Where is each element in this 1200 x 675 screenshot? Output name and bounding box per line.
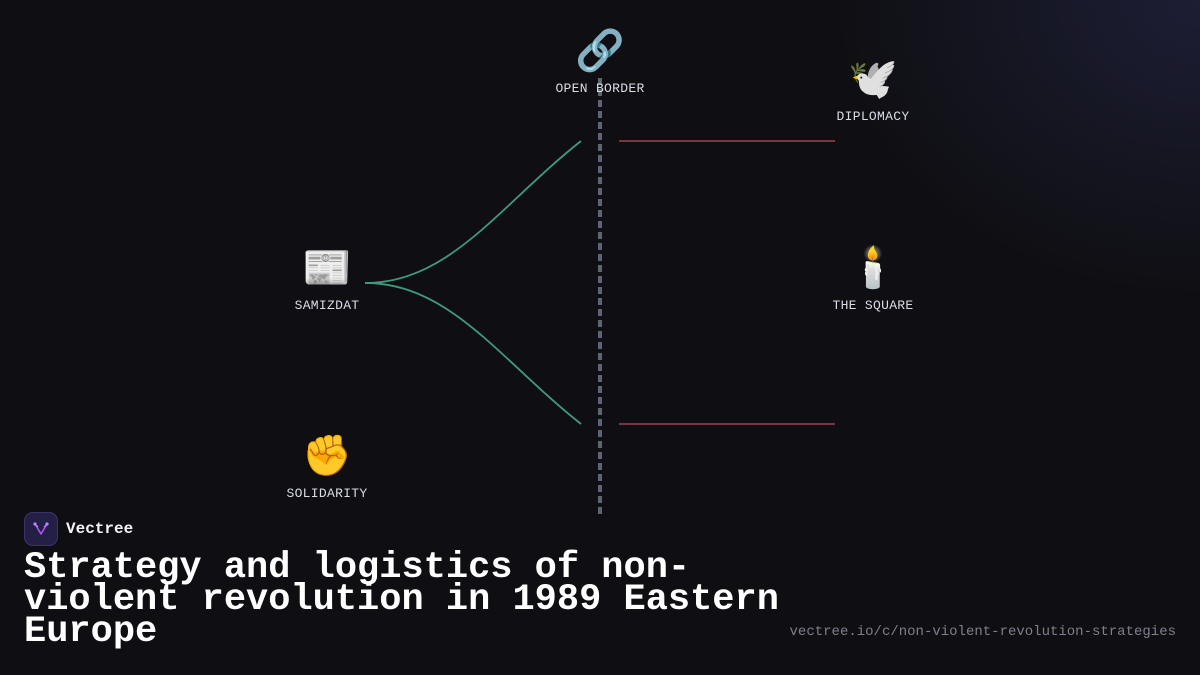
node-label: SOLIDARITY bbox=[286, 486, 368, 501]
node-diplomacy[interactable]: 🕊️ DIPLOMACY bbox=[803, 55, 943, 124]
node-open-border[interactable]: 🔗 OPEN BORDER bbox=[530, 27, 670, 96]
broken-link-icon: 🔗 bbox=[575, 28, 625, 74]
node-label: THE SQUARE bbox=[832, 298, 914, 313]
edge-samizdat-upper bbox=[364, 140, 582, 284]
candle-icon: 🕯️ bbox=[848, 245, 898, 291]
page-url[interactable]: vectree.io/c/non-violent-revolution-stra… bbox=[789, 624, 1176, 640]
dove-icon: 🕊️ bbox=[848, 56, 898, 102]
node-samizdat[interactable]: 📰 SAMIZDAT bbox=[257, 244, 397, 313]
brand[interactable]: Vectree bbox=[24, 512, 133, 546]
node-solidarity[interactable]: ✊ SOLIDARITY bbox=[257, 432, 397, 501]
node-label: OPEN BORDER bbox=[555, 81, 645, 96]
node-the-square[interactable]: 🕯️ THE SQUARE bbox=[803, 244, 943, 313]
raised-fist-icon: ✊ bbox=[302, 433, 352, 479]
node-label: SAMIZDAT bbox=[294, 298, 360, 313]
newspaper-icon: 📰 bbox=[302, 245, 352, 291]
page-title: Strategy and logistics of non-violent re… bbox=[24, 547, 779, 653]
brand-name: Vectree bbox=[66, 520, 134, 538]
edge-samizdat-lower bbox=[364, 282, 582, 425]
node-label: DIPLOMACY bbox=[836, 109, 910, 124]
vectree-logo-icon bbox=[24, 512, 58, 546]
